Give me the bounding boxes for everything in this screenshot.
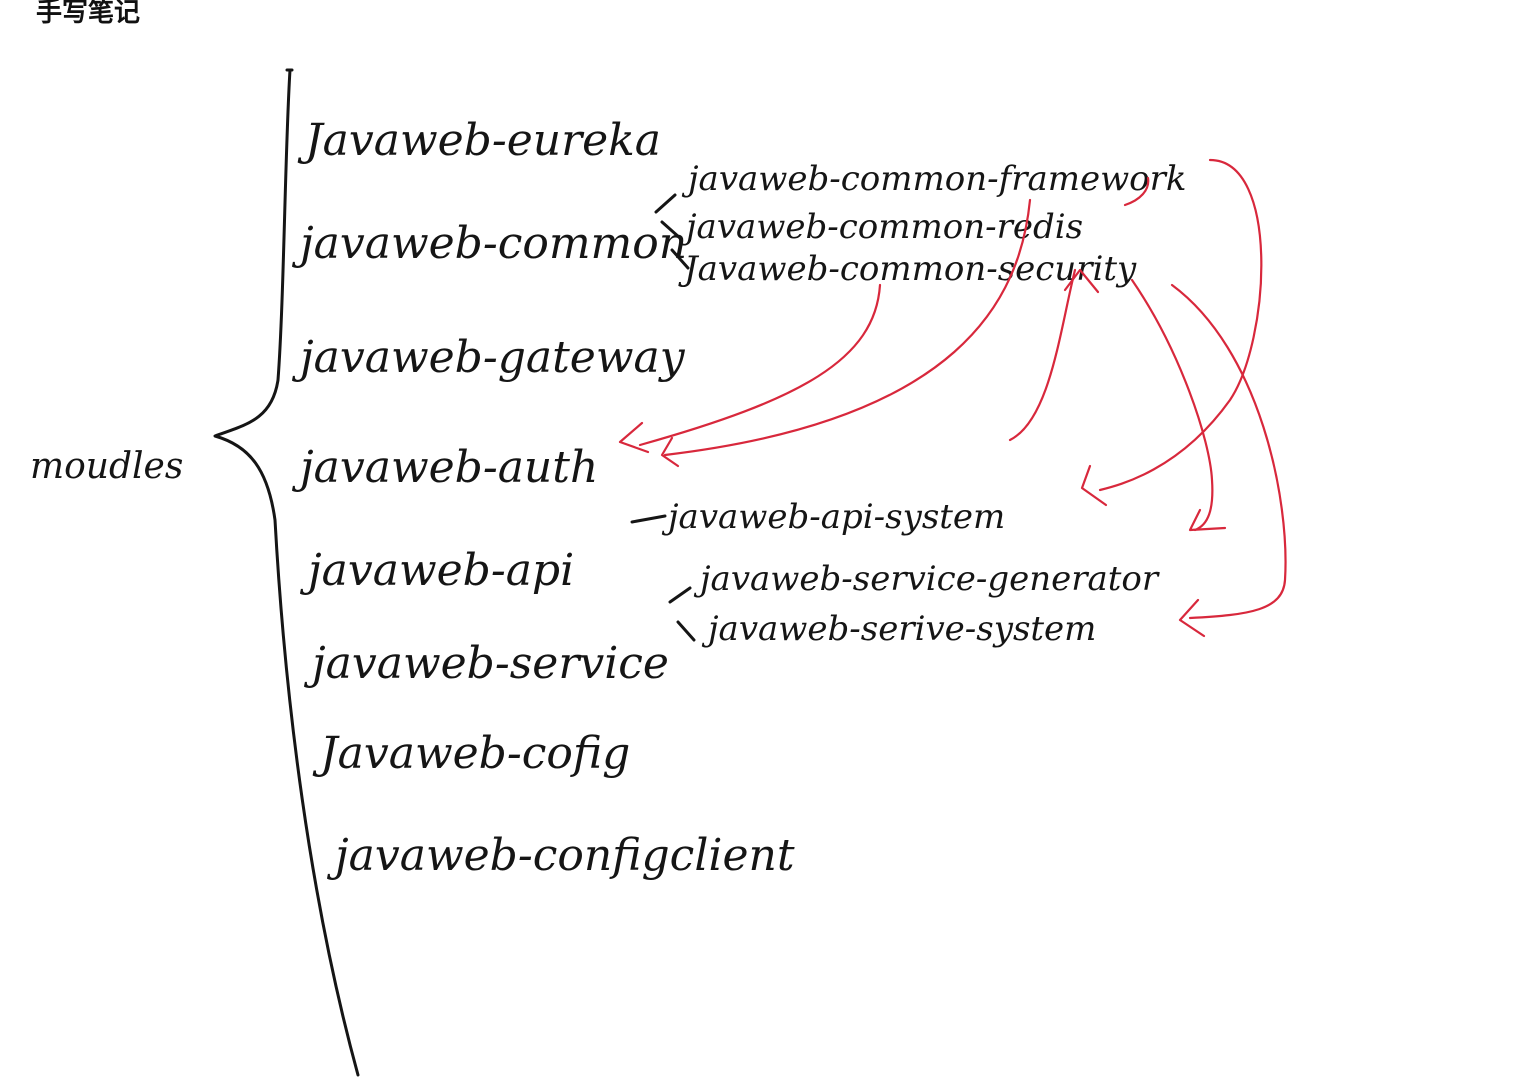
submodule-common-redis: javaweb-common-redis: [679, 207, 1083, 247]
service-connector-generator: [668, 586, 692, 604]
arrow-security-loop: [1008, 268, 1077, 442]
common-connector-security: [670, 248, 690, 270]
module-configclient: javaweb-configclient: [326, 830, 795, 881]
module-service: javaweb-service: [303, 638, 669, 689]
submodule-common-security: Javaweb-common-security: [678, 249, 1137, 289]
arrow-security-to-auth-head: [618, 421, 650, 454]
module-config: Javaweb-cofig: [312, 728, 630, 779]
arrow-security-to-generator-head: [1188, 508, 1227, 532]
arrow-framework-to-api-system-head: [1080, 464, 1108, 507]
arrow-security-to-generator: [1130, 278, 1214, 532]
module-auth: javaweb-auth: [291, 442, 598, 493]
module-brace: [213, 68, 360, 1077]
root-label: moudles: [30, 446, 183, 487]
submodule-service-system: javaweb-serive-system: [701, 609, 1096, 649]
arrow-redis-to-auth-head: [660, 436, 680, 468]
submodule-common-framework: javaweb-common-framework: [681, 159, 1187, 199]
arrow-security-to-service-system-head: [1178, 598, 1206, 638]
arrow-redis-to-auth: [663, 198, 1032, 457]
common-connector-framework: [654, 193, 677, 214]
dependency-arrows: [618, 158, 1287, 638]
submodule-api-system: javaweb-api-system: [661, 497, 1005, 537]
arrow-redis-curl: [1123, 176, 1150, 207]
service-connector-system: [676, 620, 696, 642]
module-common: javaweb-common: [291, 218, 687, 269]
arrow-framework-to-api-system: [1098, 158, 1263, 492]
api-connector: [630, 514, 667, 524]
arrow-security-to-service-system: [1170, 283, 1287, 620]
submodule-service-generator: javaweb-service-generator: [693, 559, 1160, 599]
arrow-security-loop-head: [1063, 268, 1100, 294]
common-connector-redis: [660, 220, 682, 240]
page-title: 手写笔记: [36, 0, 141, 28]
module-eureka: Javaweb-eureka: [297, 115, 661, 166]
module-api: javaweb-api: [299, 545, 574, 596]
module-gateway: javaweb-gateway: [291, 332, 686, 383]
arrow-security-to-auth: [638, 283, 882, 447]
